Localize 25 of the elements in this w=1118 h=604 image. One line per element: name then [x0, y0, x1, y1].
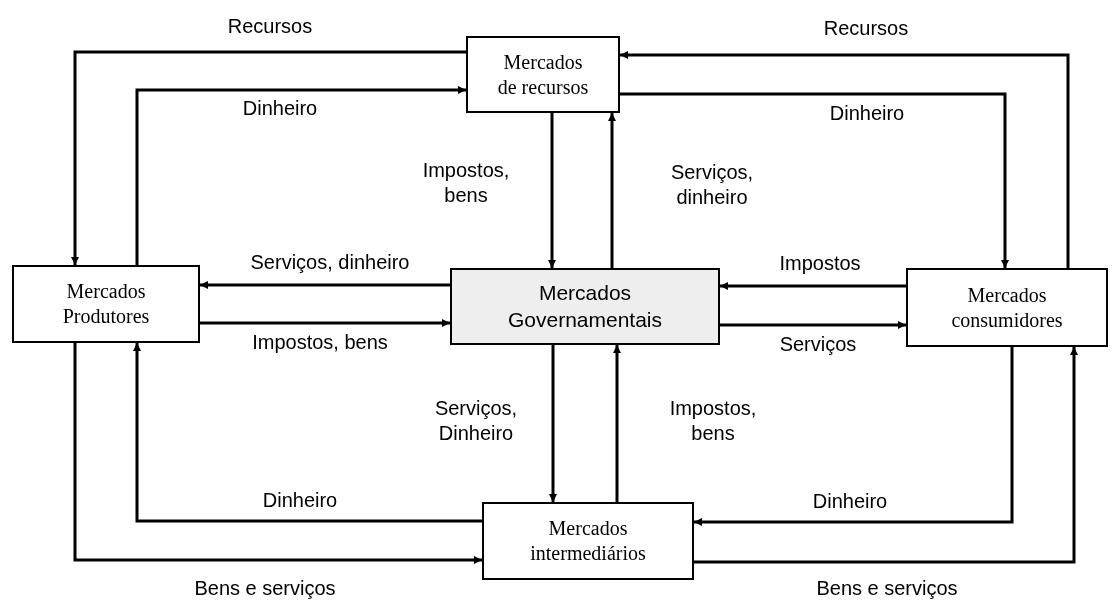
market-box	[12, 265, 200, 343]
flow-arrow	[133, 343, 482, 523]
flow-arrow	[620, 51, 1070, 268]
flow-arrow	[608, 113, 616, 268]
box-label: Mercados consumidores	[950, 282, 1064, 333]
flow-arrow	[71, 50, 466, 265]
flow-arrow	[720, 282, 906, 290]
market-box	[906, 268, 1108, 347]
flow-arrow	[200, 319, 450, 327]
market-box	[450, 268, 720, 345]
flow-arrow	[694, 347, 1078, 564]
box-label: Mercados Produtores	[61, 279, 151, 329]
flow-arrow	[135, 86, 466, 265]
box-label: Mercados de recursos	[496, 49, 590, 100]
flow-arrow	[200, 281, 450, 289]
flow-arrow	[620, 92, 1009, 268]
box-label: Mercados Governamentais	[506, 280, 664, 333]
flow-arrow	[694, 347, 1014, 526]
flow-arrow	[613, 345, 621, 502]
flow-arrow	[720, 321, 906, 329]
market-box	[482, 502, 694, 580]
box-label: Mercados intermediários	[529, 516, 647, 566]
market-box	[466, 36, 620, 113]
flow-arrow	[549, 345, 557, 502]
flow-arrow	[548, 113, 556, 268]
